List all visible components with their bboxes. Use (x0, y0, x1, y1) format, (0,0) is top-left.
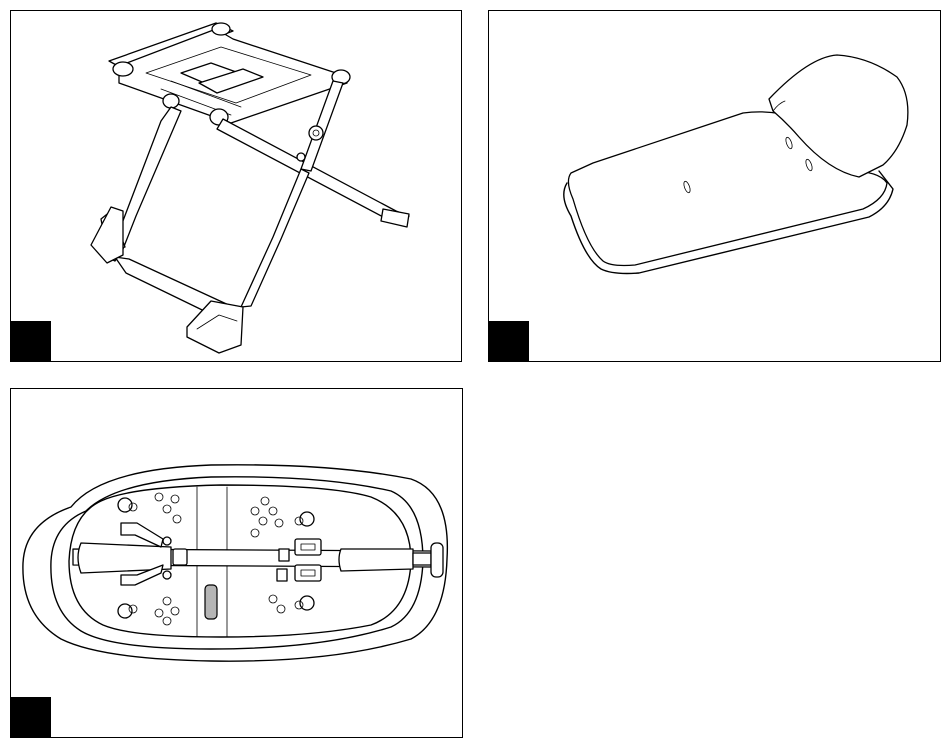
folding-stand-illustration (11, 11, 462, 362)
figure-panel-stand (10, 10, 462, 362)
figure-panel-bassinet (10, 388, 463, 738)
mattress-pad-illustration (489, 11, 941, 362)
figure-badge (11, 697, 51, 737)
figure-badge (489, 321, 529, 361)
figure-badge (11, 321, 51, 361)
bassinet-base-top-view-illustration (11, 389, 463, 738)
figure-panel-mattress (488, 10, 941, 362)
